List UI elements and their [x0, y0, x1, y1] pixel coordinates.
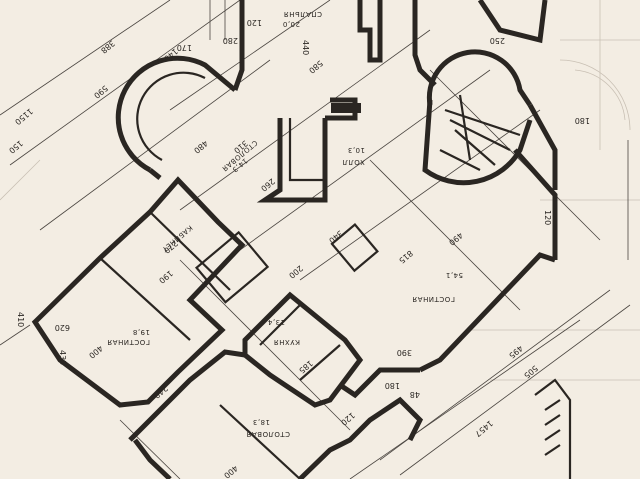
- dim-170: 170: [177, 43, 192, 52]
- dim-120a: 120: [247, 18, 262, 27]
- room-stolovaya-low-area: 18,3: [252, 418, 270, 426]
- dim-490: 490: [447, 230, 464, 247]
- room-spalnya-name: СПАЛЬНЯ: [283, 10, 322, 18]
- room-spalnya-area: 20,0: [282, 20, 300, 28]
- dim-590: 590: [92, 83, 109, 100]
- room-living-name: ГОСТИНАЯ: [412, 295, 455, 303]
- dim-150: 150: [7, 138, 24, 155]
- dim-120b: 120: [543, 210, 552, 225]
- dim-180b: 180: [385, 381, 400, 390]
- room-gostinaya-left-name: ГОСТИНАЯ: [107, 338, 150, 346]
- dim-440: 440: [301, 40, 310, 55]
- dim-1150: 1150: [13, 106, 34, 126]
- dim-185: 185: [297, 358, 314, 375]
- room-labels: ГОСТИНАЯ 54,1 СТОЛОВАЯ 14,3 ХОЛЛ 10,3 КА…: [107, 10, 463, 438]
- dim-390: 390: [397, 348, 412, 357]
- room-living-area: 54,1: [445, 271, 463, 279]
- room-kuhnya-name: КУХНЯ: [273, 338, 300, 346]
- dim-120c: 120: [339, 410, 356, 427]
- room-hall-area: 10,3: [347, 146, 365, 154]
- dim-410: 410: [16, 312, 25, 327]
- dim-400b: 400: [222, 463, 239, 479]
- dim-435: 435: [58, 350, 67, 365]
- dim-400: 400: [87, 343, 104, 360]
- dim-280a: 280: [223, 36, 238, 45]
- dim-505: 505: [522, 363, 539, 380]
- dim-480: 480: [192, 138, 209, 155]
- room-hall-name: ХОЛЛ: [342, 158, 365, 166]
- dim-180: 180: [575, 116, 590, 125]
- dim-388: 388: [99, 38, 116, 55]
- dim-580: 580: [307, 58, 324, 75]
- background-lines: [0, 0, 640, 381]
- dim-260: 260: [259, 176, 276, 193]
- room-stolovaya-low-name: СТОЛОВАЯ: [246, 430, 290, 438]
- dim-250: 250: [490, 36, 505, 45]
- dim-340: 340: [327, 228, 344, 245]
- room-kuhnya-area: 13,4: [267, 318, 285, 326]
- dim-48: 48: [410, 390, 420, 399]
- room-gostinaya-left-area: 19,8: [132, 328, 150, 336]
- dim-495: 495: [507, 343, 524, 360]
- walls: [31, 0, 572, 479]
- dim-190: 190: [157, 268, 174, 285]
- dim-1457: 1457: [473, 418, 494, 438]
- dim-815: 815: [397, 248, 414, 265]
- dim-620: 620: [55, 323, 70, 332]
- dimension-labels: 1150 590 388 170 280 120 440 250 580 480…: [7, 18, 590, 479]
- dim-200: 200: [287, 263, 304, 280]
